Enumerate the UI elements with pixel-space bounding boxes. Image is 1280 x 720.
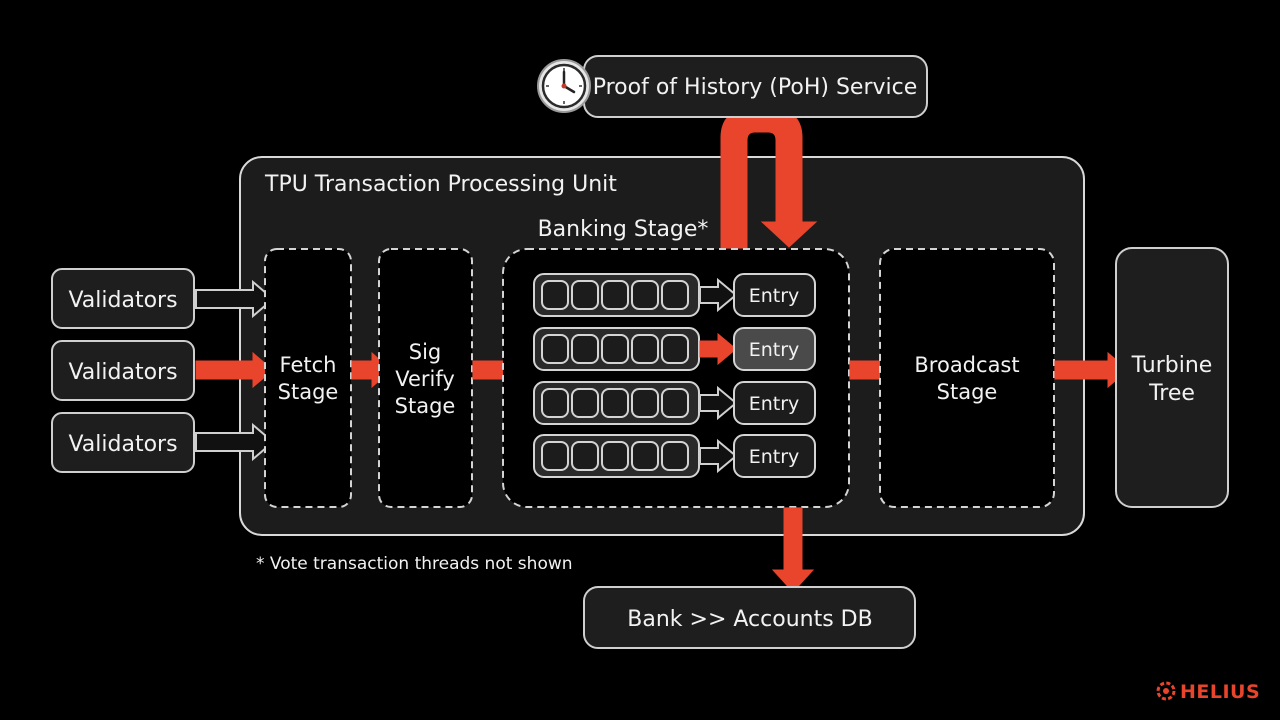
vote-threads-note: * Vote transaction threads not shown bbox=[256, 554, 573, 574]
queue-arrow-4 bbox=[699, 438, 738, 474]
poh-service-label: Proof of History (PoH) Service bbox=[593, 75, 918, 100]
turbine-tree-box bbox=[1115, 247, 1229, 508]
validator-arrow-3 bbox=[195, 422, 275, 462]
fetch-stage-label-2: Stage bbox=[278, 380, 339, 404]
sigverify-label-1: Sig bbox=[409, 340, 442, 364]
turbine-label-2: Tree bbox=[1148, 381, 1195, 406]
helius-logo-text: HELIUS bbox=[1180, 681, 1260, 703]
entry-box-1 bbox=[733, 273, 816, 317]
validator-arrow-2 bbox=[195, 351, 274, 389]
broadcast-stage-box bbox=[879, 248, 1055, 508]
banking-row-1: Entry bbox=[533, 273, 816, 317]
validator-arrow-1 bbox=[195, 279, 275, 319]
clock-icon bbox=[537, 59, 591, 113]
entry-label-3: Entry bbox=[749, 393, 800, 415]
sigverify-label-2: Verify bbox=[395, 367, 455, 391]
banking-to-bank-arrow bbox=[771, 507, 815, 593]
queue-arrow-2 bbox=[699, 332, 737, 366]
sigverify-label-3: Stage bbox=[395, 394, 456, 418]
banking-row-3: Entry bbox=[533, 381, 816, 425]
helius-logo: HELIUS bbox=[1156, 681, 1260, 703]
queue-arrow-3 bbox=[699, 385, 738, 421]
validators-box-1 bbox=[51, 268, 195, 329]
fetch-stage-label-1: Fetch bbox=[280, 353, 337, 377]
bank-accounts-box bbox=[583, 586, 916, 649]
broadcast-label-1: Broadcast bbox=[914, 353, 1019, 377]
validators-box-2 bbox=[51, 340, 195, 401]
turbine-label-1: Turbine bbox=[1131, 353, 1213, 378]
banking-row-2: Entry bbox=[533, 327, 816, 371]
fetch-stage-box bbox=[264, 248, 352, 508]
banking-row-4: Entry bbox=[533, 434, 816, 478]
validators-label-1: Validators bbox=[68, 288, 177, 313]
sigverify-stage-box bbox=[378, 248, 473, 508]
entry-label-2: Entry bbox=[749, 339, 800, 361]
helius-logo-icon bbox=[1156, 681, 1176, 701]
bank-accounts-label: Bank >> Accounts DB bbox=[627, 607, 872, 632]
entry-box-4 bbox=[733, 434, 816, 478]
entry-box-2 bbox=[733, 327, 816, 371]
queue-arrow-1 bbox=[699, 277, 738, 313]
entry-label-4: Entry bbox=[749, 446, 800, 468]
validators-label-3: Validators bbox=[68, 432, 177, 457]
entry-label-1: Entry bbox=[749, 285, 800, 307]
tpu-title: TPU Transaction Processing Unit bbox=[264, 172, 617, 197]
entry-box-3 bbox=[733, 381, 816, 425]
validators-label-2: Validators bbox=[68, 360, 177, 385]
validators-box-3 bbox=[51, 412, 195, 473]
broadcast-label-2: Stage bbox=[937, 380, 998, 404]
banking-stage-title: Banking Stage* bbox=[538, 217, 709, 242]
